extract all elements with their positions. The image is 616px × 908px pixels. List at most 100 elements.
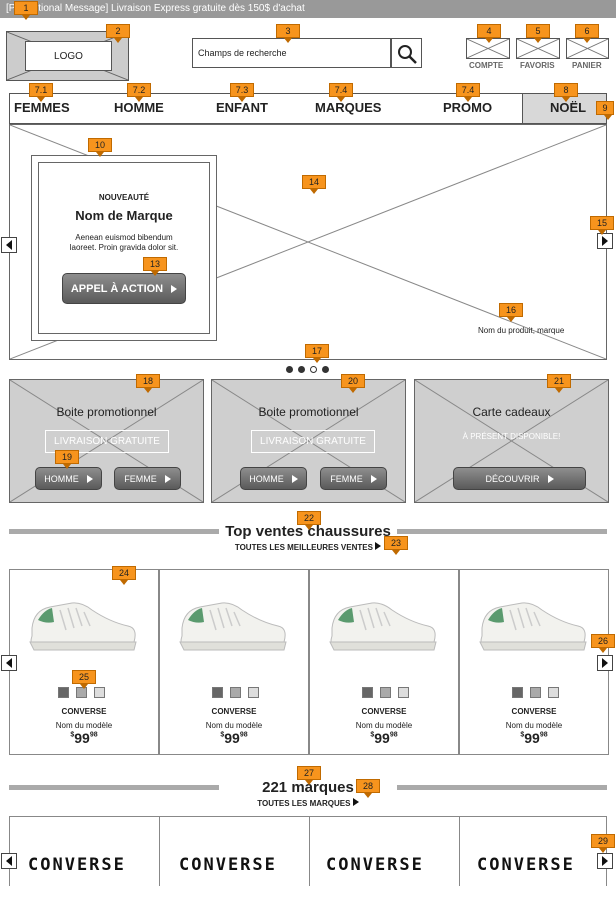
promo-box[interactable]: Boite promotionnel LIVRAISON GRATUITE HO…	[9, 379, 204, 503]
chevron-right-icon	[86, 474, 93, 483]
brands-row	[9, 816, 607, 886]
favorites-label[interactable]: FAVORIS	[520, 61, 555, 70]
carousel-dot[interactable]	[298, 366, 305, 373]
search-button[interactable]	[391, 38, 422, 68]
brands-next-button[interactable]	[597, 853, 613, 869]
button-label: HOMME	[44, 473, 79, 484]
price-amount: 99	[524, 730, 540, 746]
promo-box[interactable]: Boite promotionnel LIVRAISON GRATUITE HO…	[211, 379, 406, 503]
top-sales-title: Top ventes chaussures	[225, 523, 391, 540]
page-bottom	[0, 886, 616, 908]
marker: 7.4	[456, 83, 480, 102]
brand-logo[interactable]: CONVERSE	[477, 855, 575, 875]
marker: 21	[547, 374, 571, 393]
carousel-dot[interactable]	[286, 366, 293, 373]
nav-item-homme[interactable]: HOMME	[114, 100, 164, 115]
color-swatch[interactable]	[248, 687, 259, 698]
product-card[interactable]: CONVERSE Nom du modèle $9998	[459, 569, 609, 755]
marker: 7.4	[329, 83, 353, 102]
color-swatch[interactable]	[530, 687, 541, 698]
arrow-left-icon	[6, 856, 12, 866]
product-model: Nom du modèle	[505, 721, 563, 730]
product-card[interactable]: CONVERSE Nom du modèle $9998	[309, 569, 459, 755]
promo-homme-button[interactable]: HOMME	[240, 467, 307, 490]
price-currency: $	[220, 731, 225, 739]
marker: 7.1	[29, 83, 53, 102]
logo[interactable]: LOGO	[6, 31, 129, 81]
products-next-button[interactable]	[597, 655, 613, 671]
color-swatch[interactable]	[230, 687, 241, 698]
product-card[interactable]: CONVERSE Nom du modèle $9998	[9, 569, 159, 755]
chevron-right-icon	[370, 474, 377, 483]
shoe-image	[479, 602, 587, 651]
product-price: $9998	[460, 730, 608, 748]
marker: 25	[72, 670, 96, 689]
shoe-image	[179, 602, 287, 651]
cart-icon[interactable]	[566, 38, 609, 59]
brands-prev-button[interactable]	[1, 853, 17, 869]
divider	[459, 816, 460, 886]
cart-label[interactable]: PANIER	[572, 61, 602, 70]
nav-item-enfant[interactable]: ENFANT	[216, 100, 268, 115]
promo-femme-button[interactable]: FEMME	[114, 467, 181, 490]
nav-item-femmes[interactable]: FEMMES	[14, 100, 70, 115]
top-sales-link[interactable]: TOUTES LES MEILLEURES VENTES	[219, 542, 397, 552]
price-currency: $	[370, 731, 375, 739]
hero-cta-label: APPEL À ACTION	[70, 282, 164, 295]
arrow-left-icon	[6, 240, 12, 250]
product-card[interactable]: CONVERSE Nom du modèle $9998	[159, 569, 309, 755]
price-cents: 98	[389, 731, 398, 739]
products-prev-button[interactable]	[1, 655, 17, 671]
section-divider	[9, 785, 219, 790]
marker: 6	[575, 24, 599, 43]
marker: 23	[384, 536, 408, 555]
marker: 5	[526, 24, 550, 43]
hero-next-button[interactable]	[597, 233, 613, 249]
product-brand: CONVERSE	[211, 707, 257, 716]
search-placeholder: Champs de recherche	[198, 48, 287, 58]
nav-item-promo[interactable]: PROMO	[443, 100, 493, 115]
brand-logo[interactable]: CONVERSE	[179, 855, 277, 875]
discover-button[interactable]: DÉCOUVRIR	[453, 467, 586, 490]
hero-cta-button[interactable]: APPEL À ACTION	[62, 273, 186, 304]
color-swatch[interactable]	[380, 687, 391, 698]
color-swatch[interactable]	[548, 687, 559, 698]
brands-link[interactable]: TOUTES LES MARQUES	[219, 798, 397, 808]
account-label[interactable]: COMPTE	[469, 61, 504, 70]
color-swatch[interactable]	[398, 687, 409, 698]
logo-text: LOGO	[25, 41, 112, 71]
promo-femme-button[interactable]: FEMME	[320, 467, 387, 490]
color-swatch[interactable]	[362, 687, 373, 698]
carousel-dot[interactable]	[322, 366, 329, 373]
nav-item-marques[interactable]: MARQUES	[315, 100, 382, 115]
product-brand: CONVERSE	[511, 707, 557, 716]
hero-brand: Nom de Marque	[75, 208, 173, 223]
chevron-right-icon	[547, 474, 554, 483]
color-swatch[interactable]	[94, 687, 105, 698]
section-divider	[397, 529, 607, 534]
brand-logo[interactable]: CONVERSE	[326, 855, 424, 875]
product-brand: CONVERSE	[361, 707, 407, 716]
color-swatch[interactable]	[212, 687, 223, 698]
price-cents: 98	[539, 731, 548, 739]
color-swatch[interactable]	[512, 687, 523, 698]
top-sales-link-label: TOUTES LES MEILLEURES VENTES	[234, 543, 373, 552]
price-amount: 99	[374, 730, 390, 746]
promo-homme-button[interactable]: HOMME	[35, 467, 102, 490]
marker: 10	[88, 138, 112, 157]
chevron-right-icon	[352, 798, 359, 806]
hero-prev-button[interactable]	[1, 237, 17, 253]
chevron-right-icon	[171, 284, 178, 293]
gift-card-box[interactable]: Carte cadeaux À PRÉSENT DISPONIBLE! DÉCO…	[414, 379, 609, 503]
brands-title: 221 marques	[262, 779, 354, 796]
chevron-right-icon	[375, 542, 382, 550]
hero-product-caption: Nom du produit, marque	[478, 326, 565, 335]
divider	[159, 816, 160, 886]
nav-item-noel[interactable]: NOËL	[550, 100, 587, 115]
promo-badge: LIVRAISON GRATUITE	[45, 430, 169, 453]
arrow-right-icon	[602, 856, 608, 866]
color-swatch[interactable]	[58, 687, 69, 698]
carousel-dot[interactable]	[310, 366, 317, 373]
section-divider	[397, 785, 607, 790]
brand-logo[interactable]: CONVERSE	[28, 855, 126, 875]
